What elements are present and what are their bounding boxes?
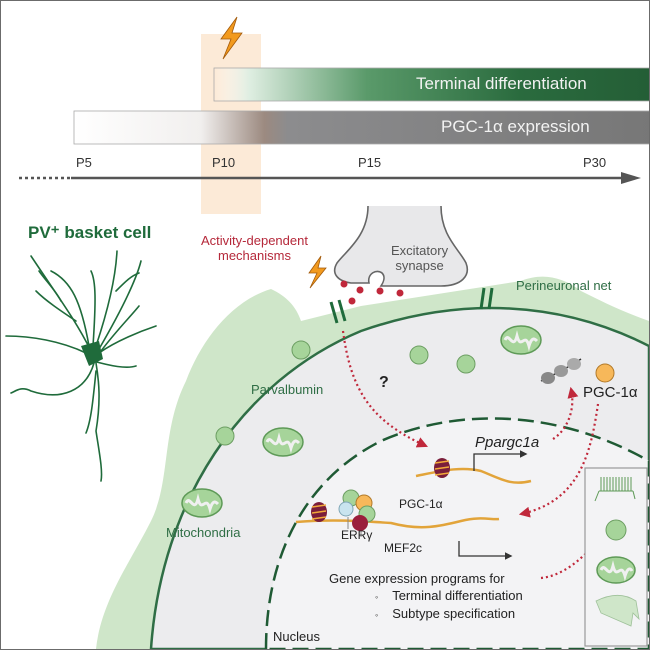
activity-label-line1: Activity-dependent: [201, 233, 308, 248]
receptor-icon: [329, 299, 347, 324]
pgc1a-expression-bar: [73, 110, 649, 145]
gene-programs-title: Gene expression programs for: [329, 571, 505, 586]
pgc1a-protein: [595, 363, 615, 383]
tick-p15: P15: [358, 155, 382, 170]
translation-icon: [540, 358, 582, 384]
pgc1a-complex-label: PGC-1α: [399, 497, 443, 511]
terminal-differentiation-bar: [213, 67, 649, 102]
parvalbumin-legend-icon: [605, 519, 627, 541]
lightning-icon: [220, 16, 243, 60]
cell-title: PV⁺ basket cell: [28, 223, 152, 242]
spike-train-icon: [594, 477, 636, 502]
nucleus-label: Nucleus: [273, 629, 320, 644]
pv-basket-cell-drawing: [5, 250, 157, 482]
gene-program-text: Subtype specification: [392, 606, 516, 621]
pnn-legend-icon: [595, 594, 640, 627]
tick-p10: P10: [212, 155, 236, 170]
transcription-arrow: [473, 450, 528, 471]
mitochondrion-icon: [181, 488, 223, 518]
glutamate-vesicles: [340, 280, 404, 305]
nucleosome-icon: [311, 502, 327, 522]
mitochondrion-icon: [262, 427, 304, 457]
gene-program-text: Terminal differentiation: [392, 588, 523, 603]
synapse-label: Excitatory synapse: [391, 243, 448, 273]
unknown-mechanism-label: ?: [379, 374, 389, 391]
activity-label: Activity-dependent mechanisms: [201, 233, 308, 263]
synapse-label-line2: synapse: [395, 258, 444, 273]
transcription-arrow: [458, 541, 513, 560]
tick-p5: P5: [76, 155, 92, 170]
activity-label-line2: mechanisms: [217, 248, 291, 263]
transcription-complex: [338, 489, 376, 537]
receptor-icon: [479, 287, 494, 310]
ppargc1a-gene-label: Ppargc1a: [475, 434, 540, 451]
neuron-soma: [81, 341, 103, 366]
tick-p30: P30: [583, 155, 607, 170]
signal-arrow: [341, 330, 429, 448]
pgc1a-import-arrow: [518, 403, 600, 518]
perineuronal-net-label: Perineuronal net: [516, 278, 612, 293]
gene-program-item: ◦ Terminal differentiation: [375, 588, 523, 603]
nucleosome-icon: [434, 458, 450, 478]
synapse-label-line1: Excitatory: [391, 243, 449, 258]
mitochondrion-icon: [500, 325, 542, 355]
excitatory-synapse: [333, 205, 468, 287]
mef2c-label: MEF2c: [384, 541, 423, 555]
nucleus-envelope: [264, 417, 649, 649]
mitochondria-label: Mitochondria: [166, 525, 241, 540]
terminal-differentiation-label: Terminal differentiation: [416, 74, 587, 93]
timeline-arrowhead: [621, 172, 641, 184]
lightning-icon: [308, 255, 327, 289]
dna-strand: [295, 517, 500, 529]
pgc1a-cytoplasm-label: PGC-1α: [583, 384, 638, 401]
bullet-icon: ◦: [375, 592, 379, 602]
mitochondrion-legend-icon: [596, 556, 636, 584]
bullet-icon: ◦: [375, 610, 379, 620]
pgc1a-expression-label: PGC-1α expression: [441, 117, 590, 136]
parvalbumin-label: Parvalbumin: [251, 382, 324, 397]
translation-arrow: [552, 386, 579, 440]
parvalbumin-icon: [215, 340, 476, 446]
gene-program-item: ◦ Subtype specification: [375, 606, 515, 621]
erry-label: ERRγ: [341, 528, 373, 542]
